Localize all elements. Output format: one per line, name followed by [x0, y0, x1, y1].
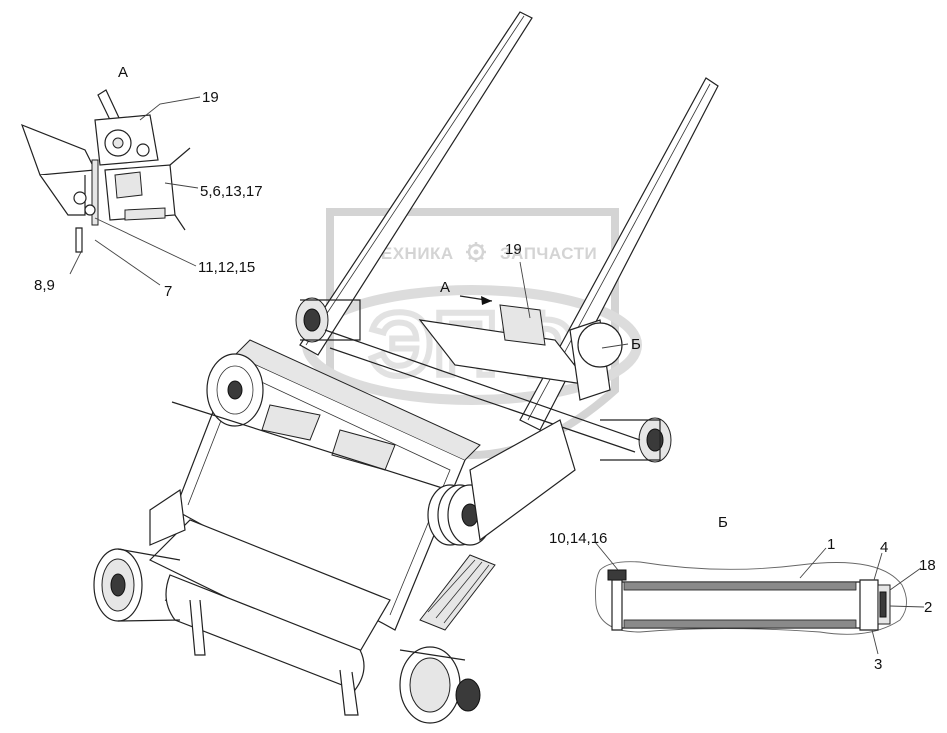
callout-2: 2	[924, 599, 932, 616]
callout-18: 18	[919, 557, 936, 574]
callout-10-14-16: 10,14,16	[549, 530, 607, 547]
belt-pulleys	[427, 484, 493, 546]
callout-11-12-15: 11,12,15	[198, 259, 255, 276]
conveyor-ramp	[419, 554, 496, 631]
callout-1: 1	[827, 536, 835, 553]
rear-left-hub	[295, 297, 361, 343]
side-plate	[20, 123, 96, 176]
main-assembly	[93, 11, 719, 724]
right-rail	[519, 77, 719, 431]
view-arrow-a	[481, 296, 492, 305]
rear-right-hub	[600, 417, 672, 463]
front-right-wheel	[399, 646, 481, 724]
left-rail	[299, 11, 533, 356]
watermark-text-left: ТЕХНИКА	[370, 244, 454, 263]
pin	[75, 227, 83, 253]
callout-7: 7	[164, 283, 172, 300]
marker-19: 19	[505, 241, 522, 258]
callout-3: 3	[874, 656, 882, 673]
view-b-title: Б	[718, 514, 728, 531]
marker-a: А	[440, 279, 450, 296]
marker-b: Б	[631, 336, 641, 353]
front-left-wheel	[93, 548, 181, 622]
gear-icon	[466, 242, 486, 262]
view-a-title: А	[118, 64, 128, 81]
detail-view-b: Б 10,14,16 1 4 18 2 3	[549, 514, 936, 673]
callout-4: 4	[880, 539, 888, 556]
callout-19: 19	[202, 89, 219, 106]
callout-8-9: 8,9	[34, 277, 55, 294]
detail-view-a: А 19 5,6,13,17 11,12,15 8,9 7	[20, 64, 263, 300]
watermark-text-right: ЗАПЧАСТИ	[500, 244, 597, 263]
callout-5-6-13-17: 5,6,13,17	[200, 183, 263, 200]
bearing	[859, 579, 879, 631]
